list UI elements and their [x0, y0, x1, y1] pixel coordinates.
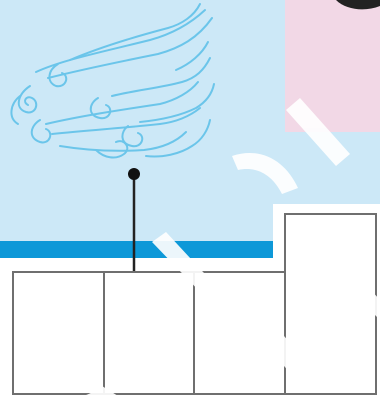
corner-glyph-fragment — [336, 0, 380, 10]
pink-panel — [285, 0, 380, 132]
block-3 — [193, 271, 286, 395]
wind-swirl-icon — [10, 3, 215, 159]
block-2 — [103, 271, 195, 395]
blue-band — [0, 241, 273, 258]
pin-marker-icon — [128, 168, 140, 272]
block-4-tall — [284, 213, 377, 395]
block-1 — [12, 271, 105, 395]
